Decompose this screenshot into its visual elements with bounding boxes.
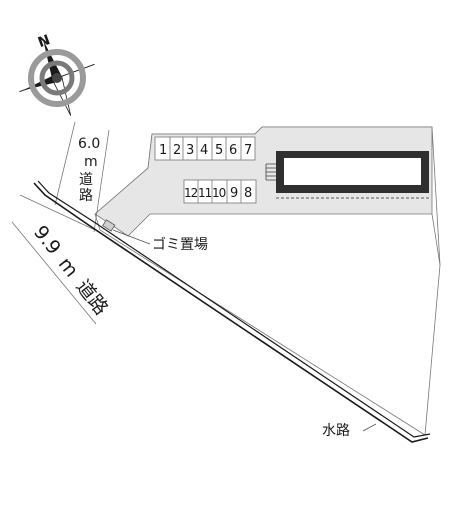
- compass-rose: N: [19, 32, 95, 116]
- stall-5: 5: [215, 143, 223, 158]
- stairs: [265, 163, 276, 181]
- stall-12: 12: [184, 186, 198, 200]
- stall-10: 10: [212, 186, 226, 200]
- garbage-area: [102, 219, 151, 245]
- waterway: [33, 180, 431, 443]
- parking-bottom-row: 12 11 10 9 8: [183, 179, 257, 204]
- waterway-label: 水路: [322, 423, 350, 439]
- parking-top-row: 1 2 3 4 5 6 7: [154, 136, 256, 161]
- stall-2: 2: [173, 143, 181, 158]
- road-6m-name-2: 路: [79, 188, 93, 204]
- road-9-9m-unit: m: [54, 253, 83, 281]
- north-letter: N: [36, 32, 52, 51]
- road-9-9m-width: 9.9: [29, 222, 65, 259]
- garbage-label: ゴミ置場: [152, 236, 208, 253]
- building: [265, 151, 429, 199]
- road-9-9m-name: 道路: [71, 276, 112, 320]
- road-6m-name: 道 路: [79, 172, 97, 204]
- stall-11: 11: [198, 186, 212, 200]
- stall-7: 7: [244, 143, 252, 158]
- road-6m: [54, 121, 110, 233]
- stall-8: 8: [244, 186, 252, 201]
- stall-3: 3: [186, 143, 194, 158]
- stall-1: 1: [159, 143, 167, 158]
- stall-9: 9: [230, 186, 238, 201]
- road-6m-width: 6.0: [78, 136, 100, 152]
- stall-4: 4: [200, 143, 208, 158]
- waterway-leader: [362, 423, 377, 432]
- road-6m-unit: m: [84, 154, 98, 170]
- road-9-9m: [11, 194, 97, 325]
- road-9-9m-label: 9.9 m 道路: [29, 222, 112, 320]
- stall-6: 6: [229, 143, 237, 158]
- road-6m-name-1: 道: [79, 172, 93, 188]
